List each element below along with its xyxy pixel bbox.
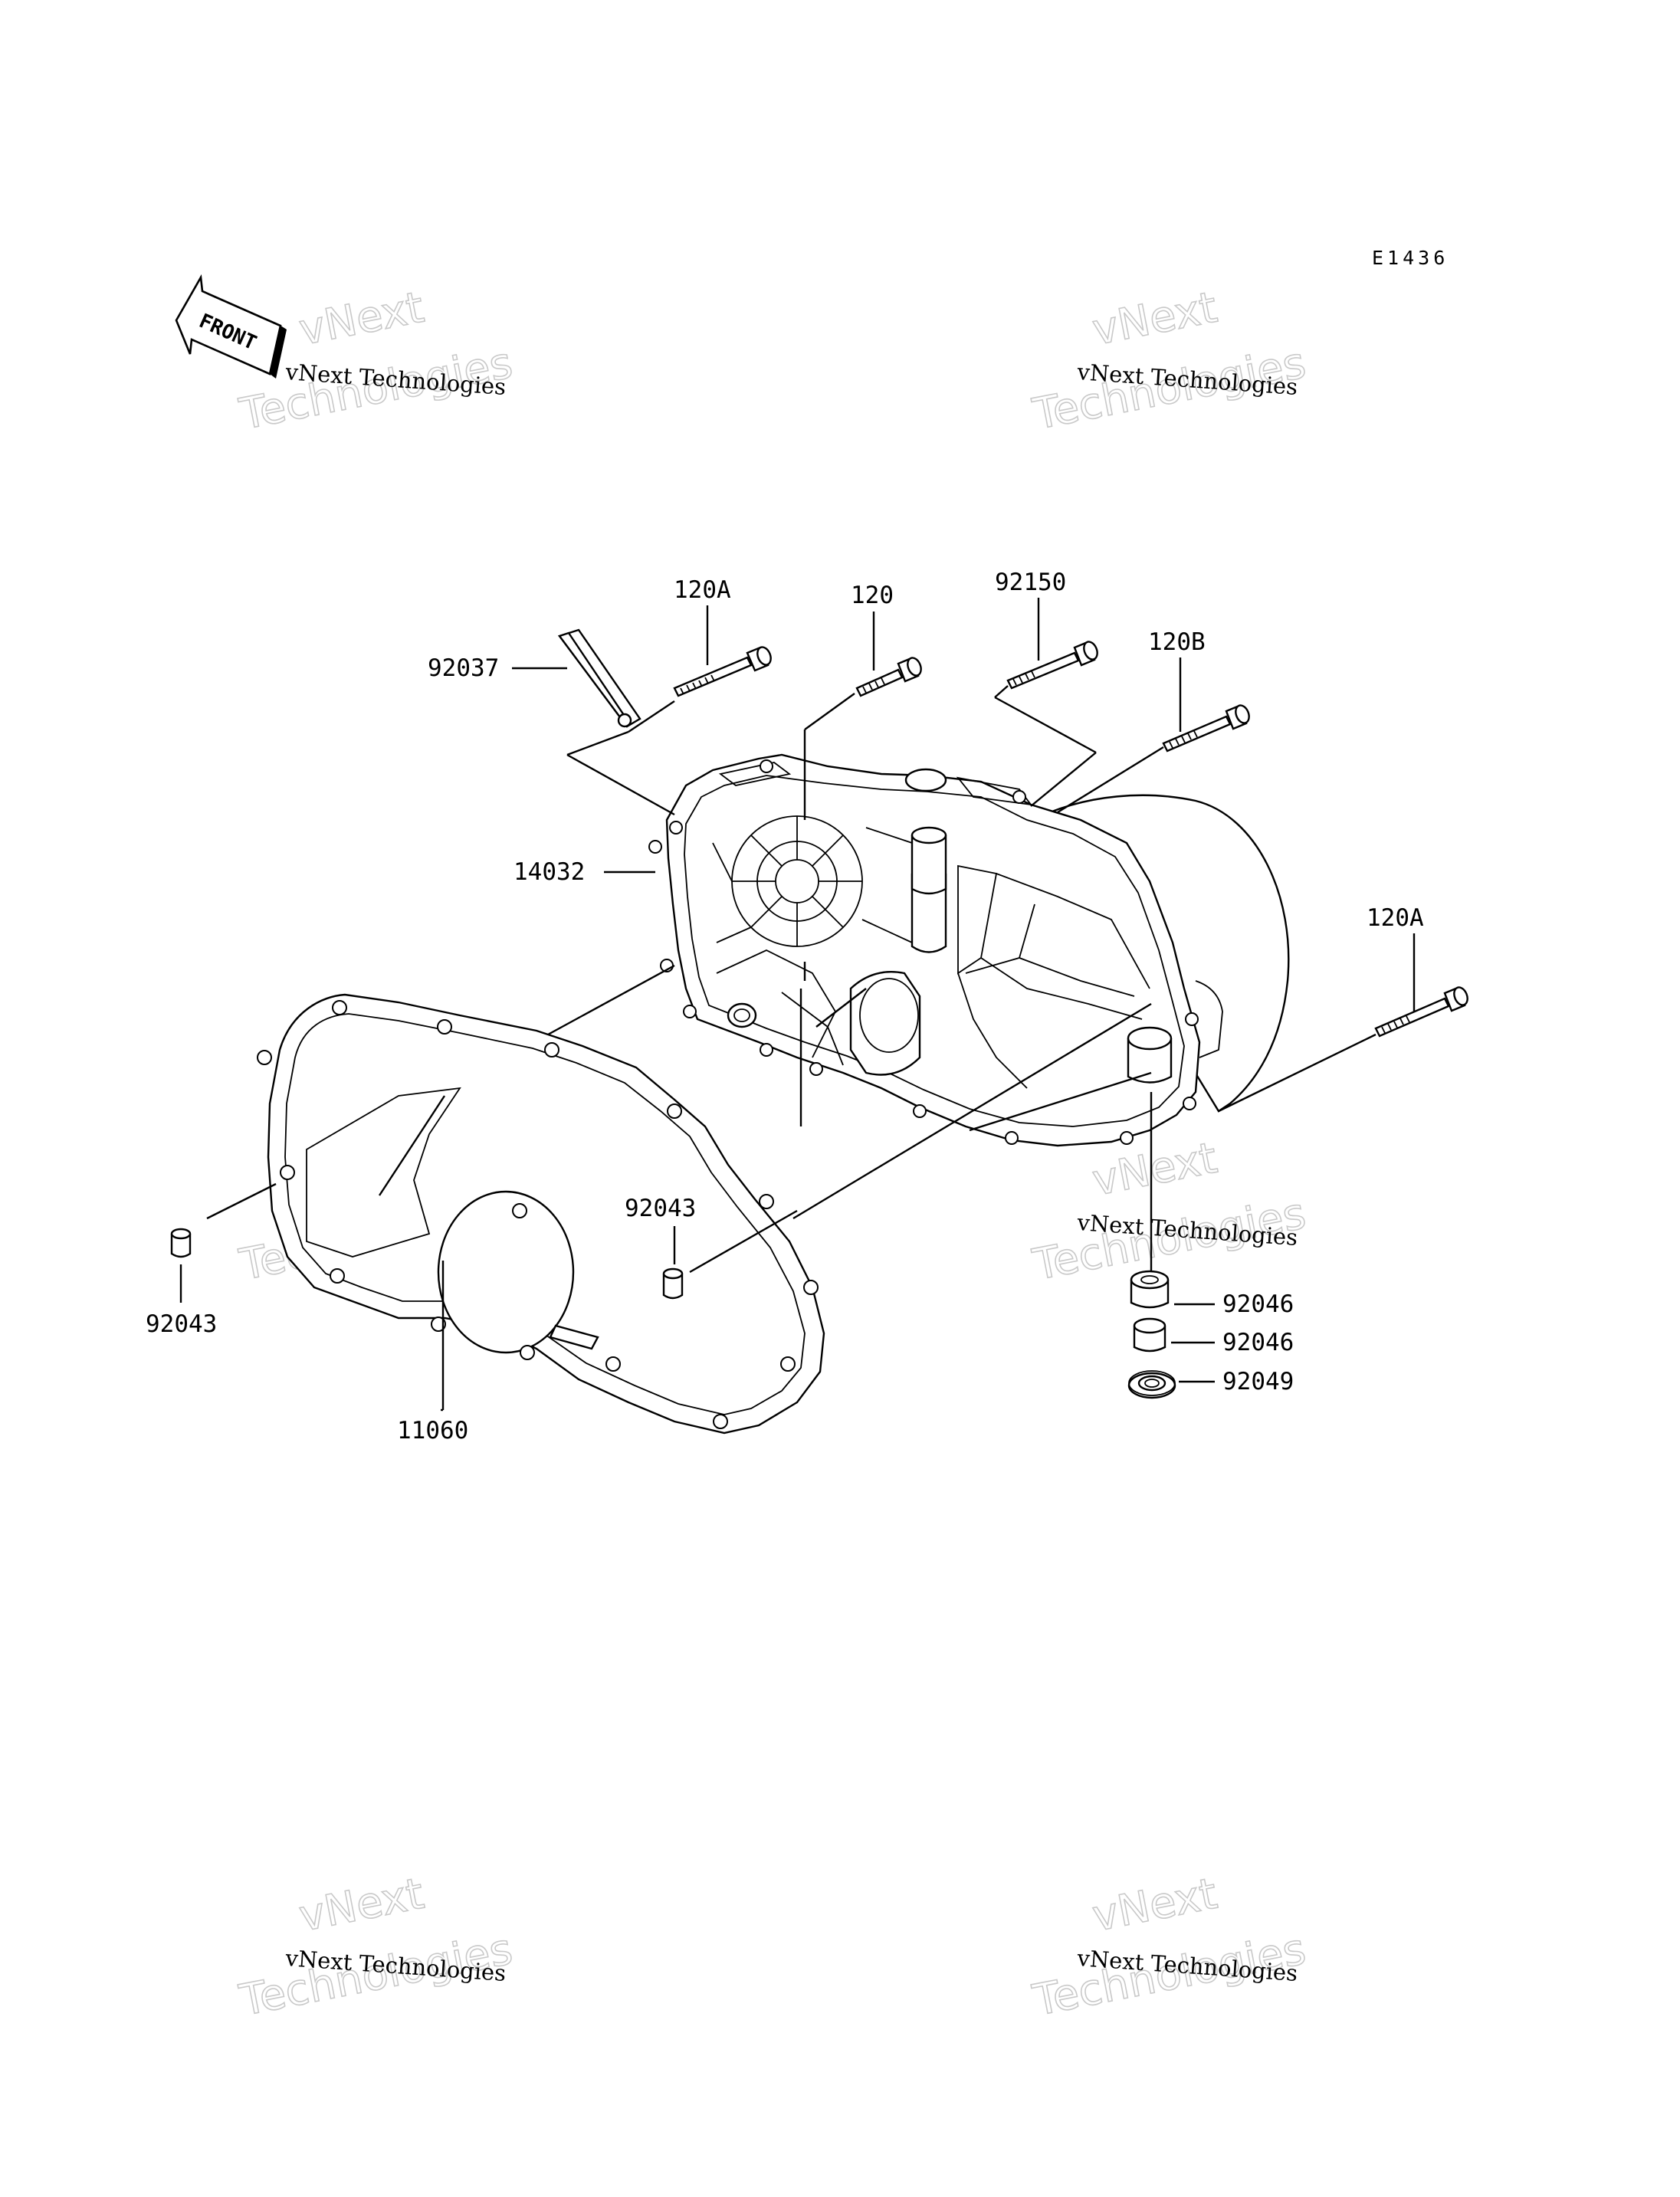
label-120a-right: 120A (1367, 904, 1424, 932)
bolt-120a-right (1374, 986, 1468, 1038)
front-arrow-icon: FRONT (175, 274, 287, 379)
collar-92046-b (1133, 1317, 1166, 1353)
watermark-bottom-left: vNext Technologies vNext Technologies (235, 1868, 517, 2027)
bolt-120a-top (673, 646, 772, 697)
bolt-120b (1162, 704, 1250, 753)
leader-lines (179, 598, 1416, 1412)
label-120: 120 (851, 582, 894, 609)
bolt-92150 (1006, 641, 1098, 690)
svg-text:vNext: vNext (1088, 283, 1221, 356)
crankcase-cover-14032 (648, 753, 1290, 1147)
label-120b: 120B (1148, 628, 1206, 656)
label-92046-a: 92046 (1222, 1290, 1294, 1318)
label-14032: 14032 (514, 858, 585, 886)
dowel-pin-92043-center (662, 1267, 684, 1300)
bracket-92037 (558, 628, 641, 728)
dowel-pin-92043-left (170, 1228, 192, 1258)
label-92037: 92037 (428, 654, 499, 682)
label-92043-left: 92043 (146, 1310, 217, 1338)
watermark-middle-right: vNext Technologies vNext Technologies (1028, 1133, 1310, 1291)
watermark-top-right: vNext Technologies vNext Technologies (1028, 282, 1310, 441)
label-92049: 92049 (1222, 1368, 1294, 1395)
collar-92046-a (1130, 1270, 1170, 1309)
label-92043-center: 92043 (625, 1195, 696, 1222)
label-11060: 11060 (397, 1417, 468, 1444)
part-labels: 120A 120 92150 120B 92037 14032 120A 920… (146, 569, 1424, 1444)
label-92150: 92150 (995, 569, 1066, 596)
label-120a-top: 120A (674, 576, 731, 604)
watermark-bottom-right: vNext Technologies vNext Technologies (1028, 1868, 1310, 2027)
bearing-92049 (1127, 1370, 1176, 1399)
svg-text:vNext: vNext (295, 1869, 428, 1942)
svg-text:vNext: vNext (295, 283, 428, 356)
diagram-code: E1436 (1372, 247, 1449, 269)
label-92046-b: 92046 (1222, 1329, 1294, 1356)
svg-text:vNext: vNext (1088, 1869, 1221, 1942)
bolt-120 (855, 657, 922, 697)
svg-text:vNext: vNext (1088, 1133, 1221, 1206)
gasket-11060 (257, 993, 825, 1435)
